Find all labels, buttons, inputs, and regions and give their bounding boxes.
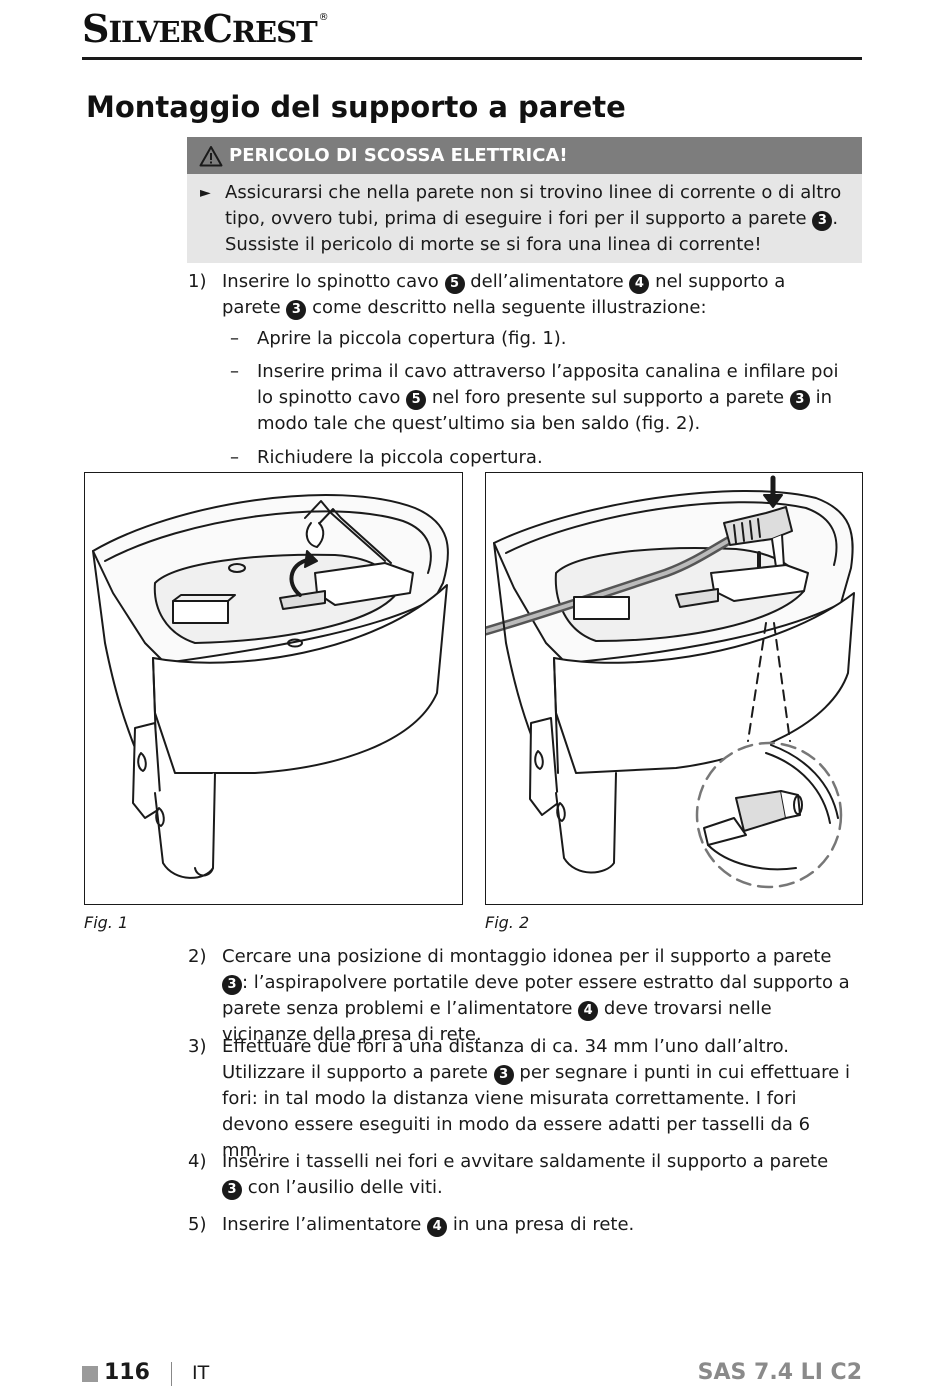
step-1: 1) Inserire lo spinotto cavo 5 dell’alim… xyxy=(188,269,848,321)
step-2: 2) Cercare una posizione di montaggio id… xyxy=(188,946,850,1045)
ref-number-badge: 3 xyxy=(222,1180,242,1200)
substep-3: – Richiudere la piccola copertura. xyxy=(230,447,543,468)
figure-2-label: Fig. 2 xyxy=(485,913,530,932)
warning-text: Assicurarsi che nella parete non si trov… xyxy=(225,182,842,255)
header-rule xyxy=(82,57,862,60)
ref-number-badge: 4 xyxy=(629,274,650,294)
ref-number-badge: 4 xyxy=(427,1217,448,1237)
page-number: 116 xyxy=(104,1360,150,1385)
ref-number-badge: 3 xyxy=(789,390,810,410)
substep-2: – Inserire prima il cavo attraverso l’ap… xyxy=(230,361,839,434)
ref-number-badge: 5 xyxy=(406,390,427,410)
warning-body: ► Assicurarsi che nella parete non si tr… xyxy=(187,174,862,263)
ref-number-badge: 3 xyxy=(222,975,242,995)
footer-divider xyxy=(171,1362,172,1386)
figure-2-illustration xyxy=(481,472,863,905)
footer-square-marker xyxy=(82,1366,98,1382)
model-number: SAS 7.4 LI C2 xyxy=(697,1360,862,1385)
ref-number-badge: 3 xyxy=(812,211,833,231)
language-code: IT xyxy=(192,1362,210,1384)
warning-heading-text: PERICOLO DI SCOSSA ELETTRICA! xyxy=(229,145,568,166)
ref-number-badge: 5 xyxy=(444,274,465,294)
figure-1-illustration xyxy=(84,472,463,905)
brand-logo: SILVERCREST® xyxy=(82,6,329,51)
ref-number-badge: 4 xyxy=(578,1001,599,1021)
warning-triangle-icon xyxy=(199,145,223,167)
page-title: Montaggio del supporto a parete xyxy=(86,90,626,124)
step-3: 3) Effettuare due fori a una distanza di… xyxy=(188,1036,850,1161)
step-5: 5) Inserire l’alimentatore 4 in una pres… xyxy=(188,1214,635,1237)
step-4: 4) Inserire i tasselli nei fori e avvita… xyxy=(188,1151,829,1200)
arrow-right-icon: ► xyxy=(200,185,211,201)
ref-number-badge: 3 xyxy=(493,1065,514,1085)
step-1-text: Inserire lo spinotto cavo 5 dell’aliment… xyxy=(222,271,786,320)
ref-number-badge: 3 xyxy=(286,300,307,320)
substep-1: – Aprire la piccola copertura (fig. 1). xyxy=(230,328,567,349)
figure-1-label: Fig. 1 xyxy=(84,913,129,932)
warning-heading: PERICOLO DI SCOSSA ELETTRICA! xyxy=(187,137,862,174)
